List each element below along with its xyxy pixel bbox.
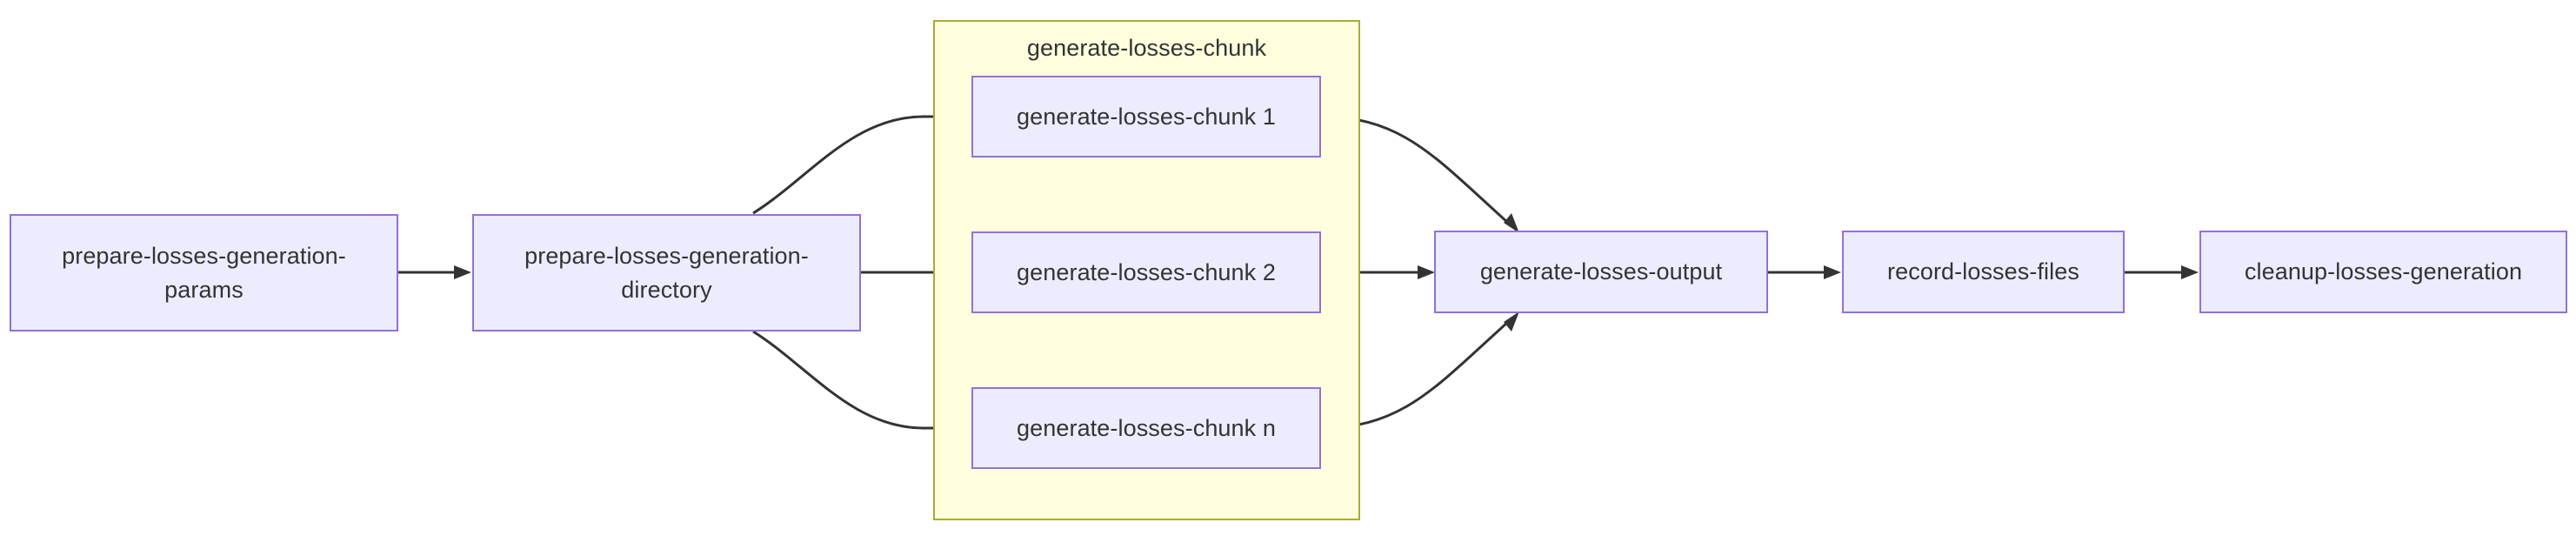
node-label: generate-losses-chunk n	[1017, 414, 1276, 441]
node-label: generate-losses-chunk 1	[1017, 103, 1276, 130]
node-cleanup-losses-generation[interactable]: cleanup-losses-generation	[2199, 231, 2567, 313]
node-record-losses-files[interactable]: record-losses-files	[1842, 231, 2125, 313]
node-label: generate-losses-chunk 2	[1017, 258, 1276, 285]
node-label: cleanup-losses-generation	[2244, 258, 2523, 285]
node-generate-losses-output[interactable]: generate-losses-output	[1434, 231, 1768, 313]
node-generate-losses-chunk-1[interactable]: generate-losses-chunk 1	[971, 76, 1321, 157]
node-prepare-losses-generation-directory[interactable]: prepare-losses-generation- directory	[472, 214, 861, 332]
node-label: prepare-losses-generation- directory	[524, 243, 809, 303]
node-generate-losses-chunk-2[interactable]: generate-losses-chunk 2	[971, 231, 1321, 313]
node-label: prepare-losses-generation- params	[62, 243, 346, 303]
node-prepare-losses-generation-params[interactable]: prepare-losses-generation- params	[10, 214, 398, 332]
node-label: record-losses-files	[1887, 258, 2079, 285]
edge-output-to-record	[1768, 265, 1841, 279]
edge-record-to-cleanup	[2125, 265, 2199, 279]
node-generate-losses-chunk-n[interactable]: generate-losses-chunk n	[971, 387, 1321, 469]
node-label: generate-losses-output	[1479, 258, 1723, 285]
subgraph-label: generate-losses-chunk	[1026, 35, 1267, 61]
edge-params-to-directory	[398, 265, 471, 279]
